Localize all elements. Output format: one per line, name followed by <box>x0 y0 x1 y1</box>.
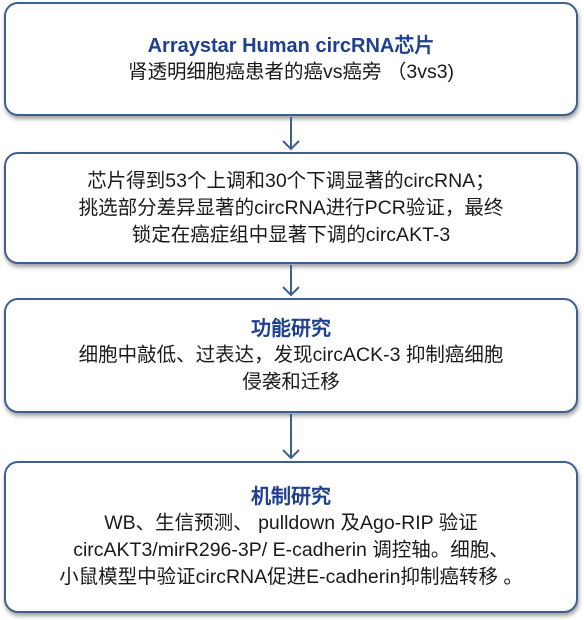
flow-step-4-box: 机制研究 WB、生信预测、 pulldown 及Ago-RIP 验证 circA… <box>4 461 578 613</box>
flow-step-3-box: 功能研究 细胞中敲低、过表达，发现circACK-3 抑制癌细胞 侵袭和迁移 <box>4 298 578 413</box>
flow-step-2-box: 芯片得到53个上调和30个下调显著的circRNA； 挑选部分差异显著的circ… <box>4 152 578 264</box>
step-4-title: 机制研究 <box>251 485 331 508</box>
step-2-line-2: 挑选部分差异显著的circRNA进行PCR验证，最终 <box>78 196 504 219</box>
step-2-line-3: 锁定在癌症组中显著下调的circAKT-3 <box>131 223 451 246</box>
step-1-title: Arraystar Human circRNA芯片 <box>147 34 435 57</box>
down-arrow-icon <box>279 414 303 460</box>
step-3-line-1: 细胞中敲低、过表达，发现circACK-3 抑制癌细胞 <box>78 343 504 366</box>
down-arrow-icon <box>279 265 303 297</box>
step-3-line-2: 侵袭和迁移 <box>242 370 340 393</box>
step-3-title: 功能研究 <box>251 317 331 340</box>
step-4-line-2: circAKT3/mirR296-3P/ E-cadherin 调控轴。细胞、 <box>73 538 509 561</box>
down-arrow-icon <box>279 117 303 151</box>
flow-step-1-box: Arraystar Human circRNA芯片 肾透明细胞癌患者的癌vs癌旁… <box>4 2 578 116</box>
step-4-line-3: 小鼠模型中验证circRNA促进E-cadherin抑制癌转移 。 <box>59 565 523 588</box>
step-4-line-1: WB、生信预测、 pulldown 及Ago-RIP 验证 <box>104 511 478 534</box>
step-2-line-1: 芯片得到53个上调和30个下调显著的circRNA； <box>87 169 495 192</box>
step-1-line-1: 肾透明细胞癌患者的癌vs癌旁 （3vs3) <box>127 60 455 83</box>
